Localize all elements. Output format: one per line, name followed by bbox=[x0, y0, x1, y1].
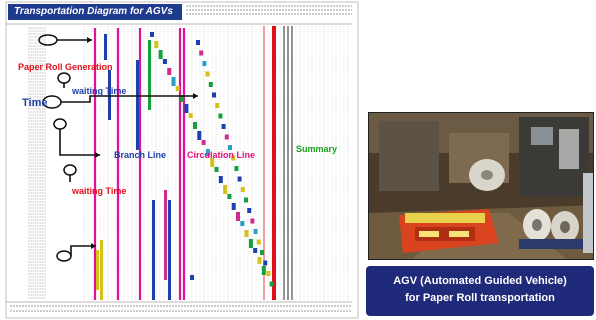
segment-block bbox=[254, 229, 258, 234]
segment-block bbox=[172, 77, 176, 86]
circulation-line-label: Circulation Line bbox=[187, 150, 255, 161]
segment-block bbox=[223, 185, 227, 194]
segment-block bbox=[199, 51, 203, 56]
branch-bar bbox=[152, 200, 155, 300]
segment-block bbox=[244, 198, 248, 203]
red-boundary-line bbox=[272, 26, 276, 300]
segment-block bbox=[206, 72, 210, 77]
branch-line-label: Branch Line bbox=[114, 150, 166, 161]
diagram-title: Transportation Diagram for AGVs bbox=[8, 4, 182, 20]
paper-roll-generation-label: Paper Roll Generation bbox=[18, 62, 113, 73]
segment-block bbox=[263, 261, 267, 266]
segment-block bbox=[159, 50, 163, 59]
segment-block bbox=[189, 113, 193, 118]
segment-block bbox=[240, 221, 244, 226]
branch-bar bbox=[148, 40, 151, 110]
segment-block bbox=[222, 124, 226, 129]
segment-block bbox=[249, 239, 253, 248]
segment-block bbox=[238, 177, 242, 182]
segment-block bbox=[154, 41, 158, 48]
segment-block bbox=[193, 122, 197, 129]
segment-block bbox=[247, 208, 251, 213]
segment-block bbox=[176, 86, 180, 91]
segment-block bbox=[234, 166, 238, 171]
segment-block bbox=[202, 61, 206, 66]
segment-block bbox=[262, 266, 266, 275]
agv-photo bbox=[368, 112, 594, 260]
segment-block bbox=[227, 194, 231, 199]
segment-block bbox=[253, 248, 257, 253]
segment-block bbox=[232, 203, 236, 210]
summary-label: Summary bbox=[296, 144, 337, 155]
branch-bar bbox=[136, 60, 139, 150]
branch-bar bbox=[100, 240, 103, 300]
photo-caption: AGV (Automated Guided Vehicle) for Paper… bbox=[366, 266, 594, 316]
caption-line-1: AGV (Automated Guided Vehicle) bbox=[366, 273, 594, 290]
segment-block bbox=[215, 167, 219, 172]
segment-block bbox=[266, 271, 270, 276]
segment-block bbox=[184, 104, 188, 113]
time-axis-label: Time bbox=[22, 98, 47, 109]
branch-bar bbox=[168, 200, 171, 300]
segment-block bbox=[150, 32, 154, 37]
branch-bar bbox=[164, 190, 167, 280]
segment-block bbox=[212, 93, 216, 98]
segment-block bbox=[196, 40, 200, 45]
segment-block bbox=[202, 140, 206, 145]
segment-block bbox=[163, 59, 167, 64]
segment-block bbox=[209, 82, 213, 87]
segment-block bbox=[258, 257, 262, 264]
diagram-frame bbox=[6, 2, 358, 318]
segment-block bbox=[190, 275, 194, 280]
branch-bar bbox=[96, 250, 99, 290]
segment-block bbox=[219, 176, 223, 183]
segment-block bbox=[270, 282, 274, 287]
segment-block bbox=[241, 187, 245, 192]
segment-block bbox=[167, 68, 171, 75]
segment-block bbox=[260, 250, 264, 255]
caption-line-2: for Paper Roll transportation bbox=[366, 290, 594, 307]
segment-block bbox=[250, 219, 254, 224]
segment-block bbox=[257, 240, 261, 245]
segment-block bbox=[215, 103, 219, 108]
segment-block bbox=[245, 230, 249, 237]
segment-block bbox=[225, 135, 229, 140]
segment-block bbox=[218, 114, 222, 119]
diagram-canvas bbox=[0, 0, 360, 320]
waiting-time-label-bottom: waiting Time bbox=[72, 186, 126, 197]
branch-bar bbox=[104, 34, 107, 60]
segment-block bbox=[197, 131, 201, 140]
transportation-diagram: Transportation Diagram for AGVs Paper Ro… bbox=[0, 0, 360, 320]
segment-block bbox=[236, 212, 240, 221]
waiting-time-label-top: waiting Time bbox=[72, 86, 126, 97]
